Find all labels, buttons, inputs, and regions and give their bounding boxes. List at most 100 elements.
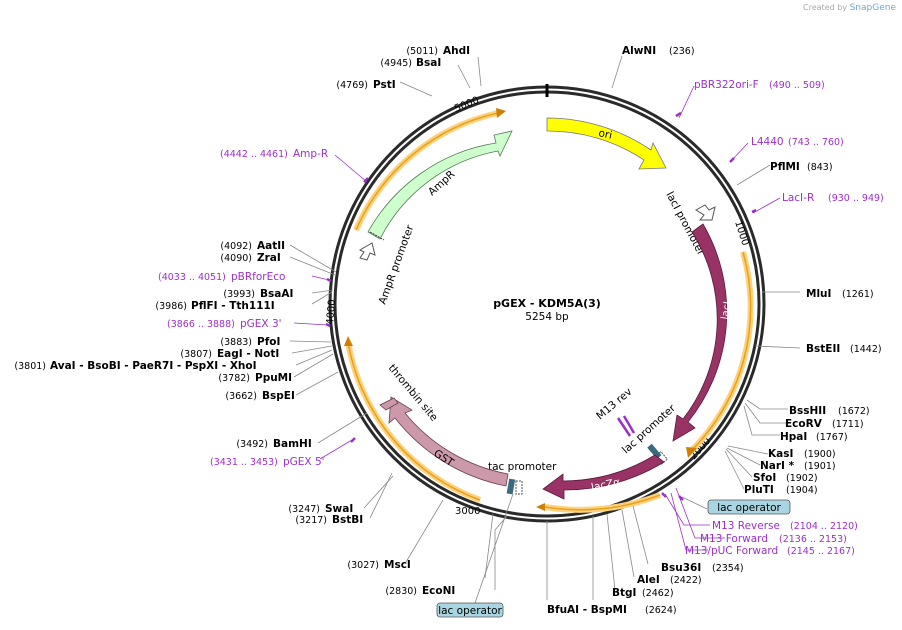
zrai-pos: (4090) [220, 253, 252, 264]
tac-promoter-mini-arrow [515, 480, 523, 495]
ppumi-pos: (3782) [218, 373, 250, 384]
pluti-pos: (1904) [786, 485, 818, 496]
orf-arrow-right [686, 447, 697, 458]
psti-name: PstI [373, 79, 396, 91]
econi-pos: (2830) [385, 586, 417, 597]
m13rev-primer-a [616, 417, 632, 437]
m13rev-label: M13 rev [594, 386, 634, 423]
zrai-name: ZraI [257, 252, 281, 264]
ori-label: ori [597, 127, 613, 142]
lac-operator-block-left [506, 478, 516, 495]
msci-pos: (3027) [347, 560, 379, 571]
snapgene-brand: SnapGene [849, 3, 896, 13]
l4440-range: (743 .. 760) [788, 137, 844, 148]
bsai-pos: (4945) [380, 58, 412, 69]
m13rev-primer-b [622, 415, 636, 434]
pbrforeco-name: pBRforEco [231, 271, 285, 283]
bsteii-pos: (1442) [850, 344, 882, 355]
hpai-pos: (1767) [816, 432, 848, 443]
primer-leaders [293, 85, 781, 551]
tick-4000: 4000 [325, 299, 338, 325]
orf-arrow-left [344, 336, 353, 346]
pbrforeco-range: (4033 .. 4051) [158, 272, 226, 283]
lac-operator-2-box [436, 602, 504, 618]
enzyme-leaders [289, 55, 801, 600]
bsaai-name: BsaAI [260, 288, 293, 300]
aatii-pos: (4092) [220, 241, 252, 252]
lac-operator-block-right [647, 443, 662, 460]
pfoi-name: PfoI [257, 336, 280, 348]
alei-name: AleI [637, 574, 660, 586]
ori-feature [546, 117, 667, 170]
m13rev-long-name: M13 Reverse [712, 520, 780, 532]
m13puc-range: (2145 .. 2167) [787, 546, 855, 557]
tick-5000: 5000 [453, 95, 481, 115]
bsai-name: BsaI [416, 57, 441, 69]
credit: Created by SnapGene [803, 3, 896, 13]
ahdi-pos: (5011) [406, 46, 438, 57]
laci-r-name: LacI-R [782, 192, 814, 204]
m13fwd-name: M13 Forward [700, 533, 768, 545]
btgi-pos: (2462) [642, 588, 674, 599]
alwni-name: AlwNI [622, 45, 656, 57]
mlui-pos: (1261) [842, 289, 874, 300]
bspei-name: BspEI [262, 390, 295, 402]
m13puc-name: M13/pUC Forward [685, 545, 778, 557]
m13fwd-range: (2136 .. 2153) [779, 534, 847, 545]
laci-label: lacI [719, 300, 734, 320]
lac-operator-1-box [707, 499, 791, 515]
tac-promoter-label: tac promoter [488, 461, 557, 473]
bsshii-pos: (1672) [838, 406, 870, 417]
ampr-primer-range: (4442 .. 4461) [220, 149, 288, 160]
hpai-name: HpaI [780, 431, 807, 443]
sfoi-pos: (1902) [786, 473, 818, 484]
bsshii-name: BssHII [789, 405, 826, 417]
aatii-name: AatII [257, 240, 285, 252]
alwni-pos: (236) [669, 46, 695, 57]
swai-pos: (3247) [288, 504, 320, 515]
pgex5-range: (3431 .. 3453) [210, 457, 278, 468]
ahdi-name: AhdI [443, 45, 470, 57]
pflmi-pos: (843) [807, 162, 833, 173]
lac-operator-2-label: lac operator [438, 605, 502, 617]
bfuai-name: BfuAI - BspMI [547, 604, 627, 616]
ampr-primer-name: Amp-R [293, 148, 328, 160]
gst-feature [388, 396, 509, 487]
l4440-name: L4440 [751, 136, 784, 148]
orf-line-right [689, 251, 752, 453]
msci-name: MscI [384, 559, 411, 571]
ampr-feature [367, 130, 513, 240]
avai-name: AvaI - BsoBI - PaeR7I - PspXI - XhoI [50, 360, 257, 372]
pbr322ori-name: pBR322ori-F [694, 79, 759, 91]
ampr-promoter-label: AmpR promoter [377, 223, 417, 306]
bsu36i-name: Bsu36I [661, 562, 701, 574]
pfoi-pos: (3883) [220, 337, 252, 348]
ecorv-name: EcoRV [785, 418, 823, 430]
bamhi-name: BamHI [273, 438, 312, 450]
psti-pos: (4769) [336, 80, 368, 91]
pgex5-name: pGEX 5' [283, 456, 325, 468]
bfuai-pos: (2624) [645, 605, 677, 616]
pflfi-name: PflFI - Tth111I [191, 300, 275, 312]
laci-promoter-arrow [695, 204, 716, 221]
kasi-pos: (1900) [804, 449, 836, 460]
orf-arrow-top-left [496, 108, 506, 118]
sfoi-name: SfoI [753, 472, 776, 484]
eagi-name: EagI - NotI [217, 348, 279, 360]
orf-line-top-left [355, 112, 499, 231]
primer-ticks [325, 111, 757, 501]
pbr322ori-range: (490 .. 509) [769, 80, 825, 91]
avai-pos: (3801) [14, 361, 46, 372]
nari-name: NarI * [760, 460, 795, 472]
alei-pos: (2422) [670, 575, 702, 586]
ppumi-name: PpuMI [255, 372, 292, 384]
pgex3-name: pGEX 3' [240, 318, 282, 330]
tick-3000: 3000 [455, 506, 480, 517]
orf-arrow-bottom [536, 503, 545, 511]
lac-operator-1-leader [681, 496, 708, 510]
ampr-dash [369, 231, 385, 241]
econi-name: EcoNI [422, 585, 455, 597]
plasmid-name: pGEX - KDM5A(3) [493, 297, 601, 310]
